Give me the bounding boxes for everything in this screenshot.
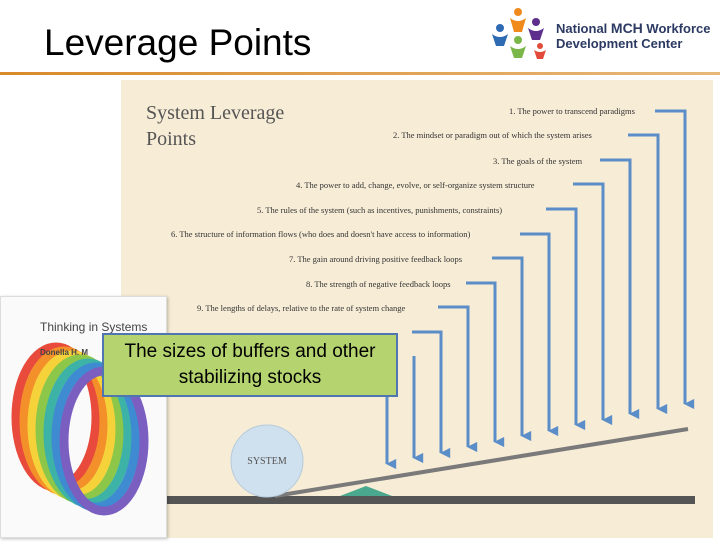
slide-title: Leverage Points bbox=[44, 22, 312, 63]
figure-title-line-2: Points bbox=[146, 128, 197, 150]
arrow-4 bbox=[573, 182, 613, 426]
arrow-10 bbox=[412, 330, 451, 459]
arrow-1 bbox=[655, 109, 695, 410]
leverage-point-6: 6. The structure of information flows (w… bbox=[171, 229, 471, 239]
system-ball bbox=[230, 424, 304, 498]
leverage-point-1: 1. The power to transcend paradigms bbox=[509, 106, 635, 116]
organization-logo: National MCH Workforce Development Cente… bbox=[488, 4, 718, 64]
leverage-point-7: 7. The gain around driving positive feed… bbox=[289, 254, 463, 264]
figure-title: System Leverage Points bbox=[146, 100, 284, 152]
arrow-3 bbox=[600, 158, 640, 420]
leverage-point-4: 4. The power to add, change, evolve, or … bbox=[296, 180, 535, 190]
fulcrum bbox=[340, 486, 392, 496]
system-label: SYSTEM bbox=[247, 456, 287, 467]
arrow-2 bbox=[628, 133, 668, 415]
arrow-9 bbox=[438, 305, 478, 453]
figure-title-line-1: System Leverage bbox=[146, 102, 285, 124]
lever-bar bbox=[274, 427, 689, 498]
callout-box: The sizes of buffers and other stabilizi… bbox=[102, 333, 398, 397]
logo-line-1-emphasis: MCH bbox=[610, 20, 643, 36]
arrow-8 bbox=[466, 281, 505, 448]
leverage-point-9: 9. The lengths of delays, relative to th… bbox=[197, 303, 406, 313]
arrow-5 bbox=[546, 207, 586, 431]
logo-figures-icon bbox=[492, 8, 546, 59]
leverage-point-5: 5. The rules of the system (such as ince… bbox=[257, 205, 503, 215]
book-title: Thinking in Systems bbox=[40, 320, 148, 334]
book-author: Donella H. M bbox=[40, 348, 89, 357]
title-divider bbox=[0, 72, 720, 75]
leverage-point-2: 2. The mindset or paradigm out of which … bbox=[393, 130, 592, 140]
logo-line-1-prefix: National bbox=[556, 21, 611, 36]
logo-line-1: National MCH Workforce bbox=[556, 20, 710, 36]
slinky-image bbox=[11, 342, 149, 516]
logo-line-2: Development Center bbox=[556, 36, 683, 51]
logo-line-1-suffix: Workforce bbox=[642, 21, 711, 36]
arrow-6 bbox=[520, 232, 559, 437]
leverage-arrows bbox=[385, 109, 695, 470]
callout-text: The sizes of buffers and other stabilizi… bbox=[124, 341, 376, 388]
leverage-point-8: 8. The strength of negative feedback loo… bbox=[306, 279, 451, 289]
arrow-7 bbox=[492, 256, 532, 442]
leverage-point-3: 3. The goals of the system bbox=[493, 156, 583, 166]
